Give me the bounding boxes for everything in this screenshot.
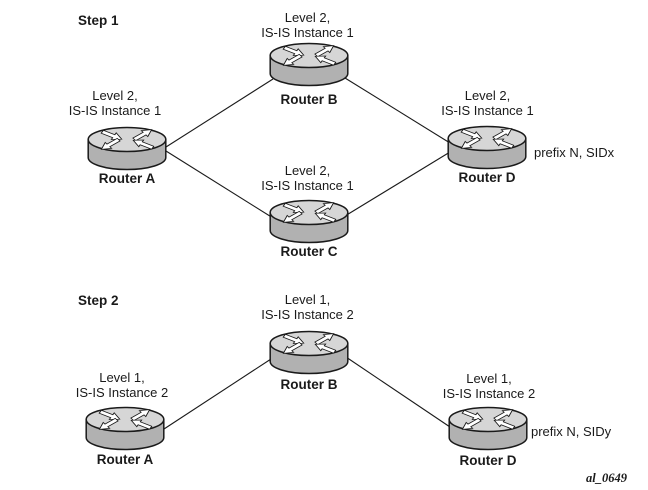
router-a-step2-icon [85, 405, 165, 451]
router-b-step1-icon [269, 41, 349, 87]
label-line1: Level 1, [466, 371, 512, 386]
router-b-step2-icon [269, 329, 349, 375]
label-line2: IS-IS Instance 1 [68, 103, 162, 118]
label-line1: Level 2, [284, 10, 331, 25]
label-line2: IS-IS Instance 1 [261, 178, 354, 193]
label-line1: Level 2, [464, 88, 511, 103]
router-a-step1-name: Router A [98, 171, 156, 186]
link-step1-c-d [344, 151, 451, 217]
figure-id: al_0649 [586, 471, 627, 485]
router-b-step2-name: Router B [280, 377, 338, 392]
label-line1: Level 2, [92, 88, 138, 103]
label-line1: Level 2, [284, 163, 331, 178]
router-b-step1-label: Level 2, IS-IS Instance 1 [230, 10, 385, 40]
label-line2: IS-IS Instance 2 [442, 386, 536, 401]
router-c-step1-label: Level 2, IS-IS Instance 1 [230, 163, 385, 193]
router-d-step2-icon [448, 405, 528, 451]
link-step2-a-b [163, 358, 272, 430]
router-b-step2-label: Level 1, IS-IS Instance 2 [230, 292, 385, 322]
label-line2: IS-IS Instance 2 [75, 385, 169, 400]
router-a-step2-label: Level 1, IS-IS Instance 2 [42, 370, 202, 400]
router-d-step2-name: Router D [459, 453, 517, 468]
router-a-step1-label: Level 2, IS-IS Instance 1 [40, 88, 190, 118]
link-step1-b-d [344, 77, 451, 144]
label-line1: Level 1, [99, 370, 145, 385]
label-line1: Level 1, [284, 292, 331, 307]
router-a-step1-icon [87, 125, 167, 171]
step1-title: Step 1 [78, 13, 119, 28]
router-d-step1-name: Router D [458, 170, 516, 185]
router-d-step1-label: Level 2, IS-IS Instance 1 [410, 88, 565, 118]
router-b-step1-name: Router B [280, 92, 338, 107]
label-line2: IS-IS Instance 1 [261, 25, 354, 40]
router-d-step1-icon [447, 124, 527, 170]
label-line2: IS-IS Instance 2 [261, 307, 354, 322]
link-step2-b-d [345, 356, 451, 428]
link-step1-a-c [165, 150, 274, 219]
prefix-sidy-annotation: prefix N, SIDy [531, 424, 612, 439]
prefix-sidx-annotation: prefix N, SIDx [534, 145, 615, 160]
router-c-step1-icon [269, 198, 349, 244]
step2-title: Step 2 [78, 293, 119, 308]
router-a-step2-name: Router A [96, 452, 154, 467]
label-line2: IS-IS Instance 1 [441, 103, 534, 118]
router-c-step1-name: Router C [280, 244, 338, 259]
router-d-step2-label: Level 1, IS-IS Instance 2 [410, 371, 568, 401]
link-step1-a-b [165, 78, 274, 148]
